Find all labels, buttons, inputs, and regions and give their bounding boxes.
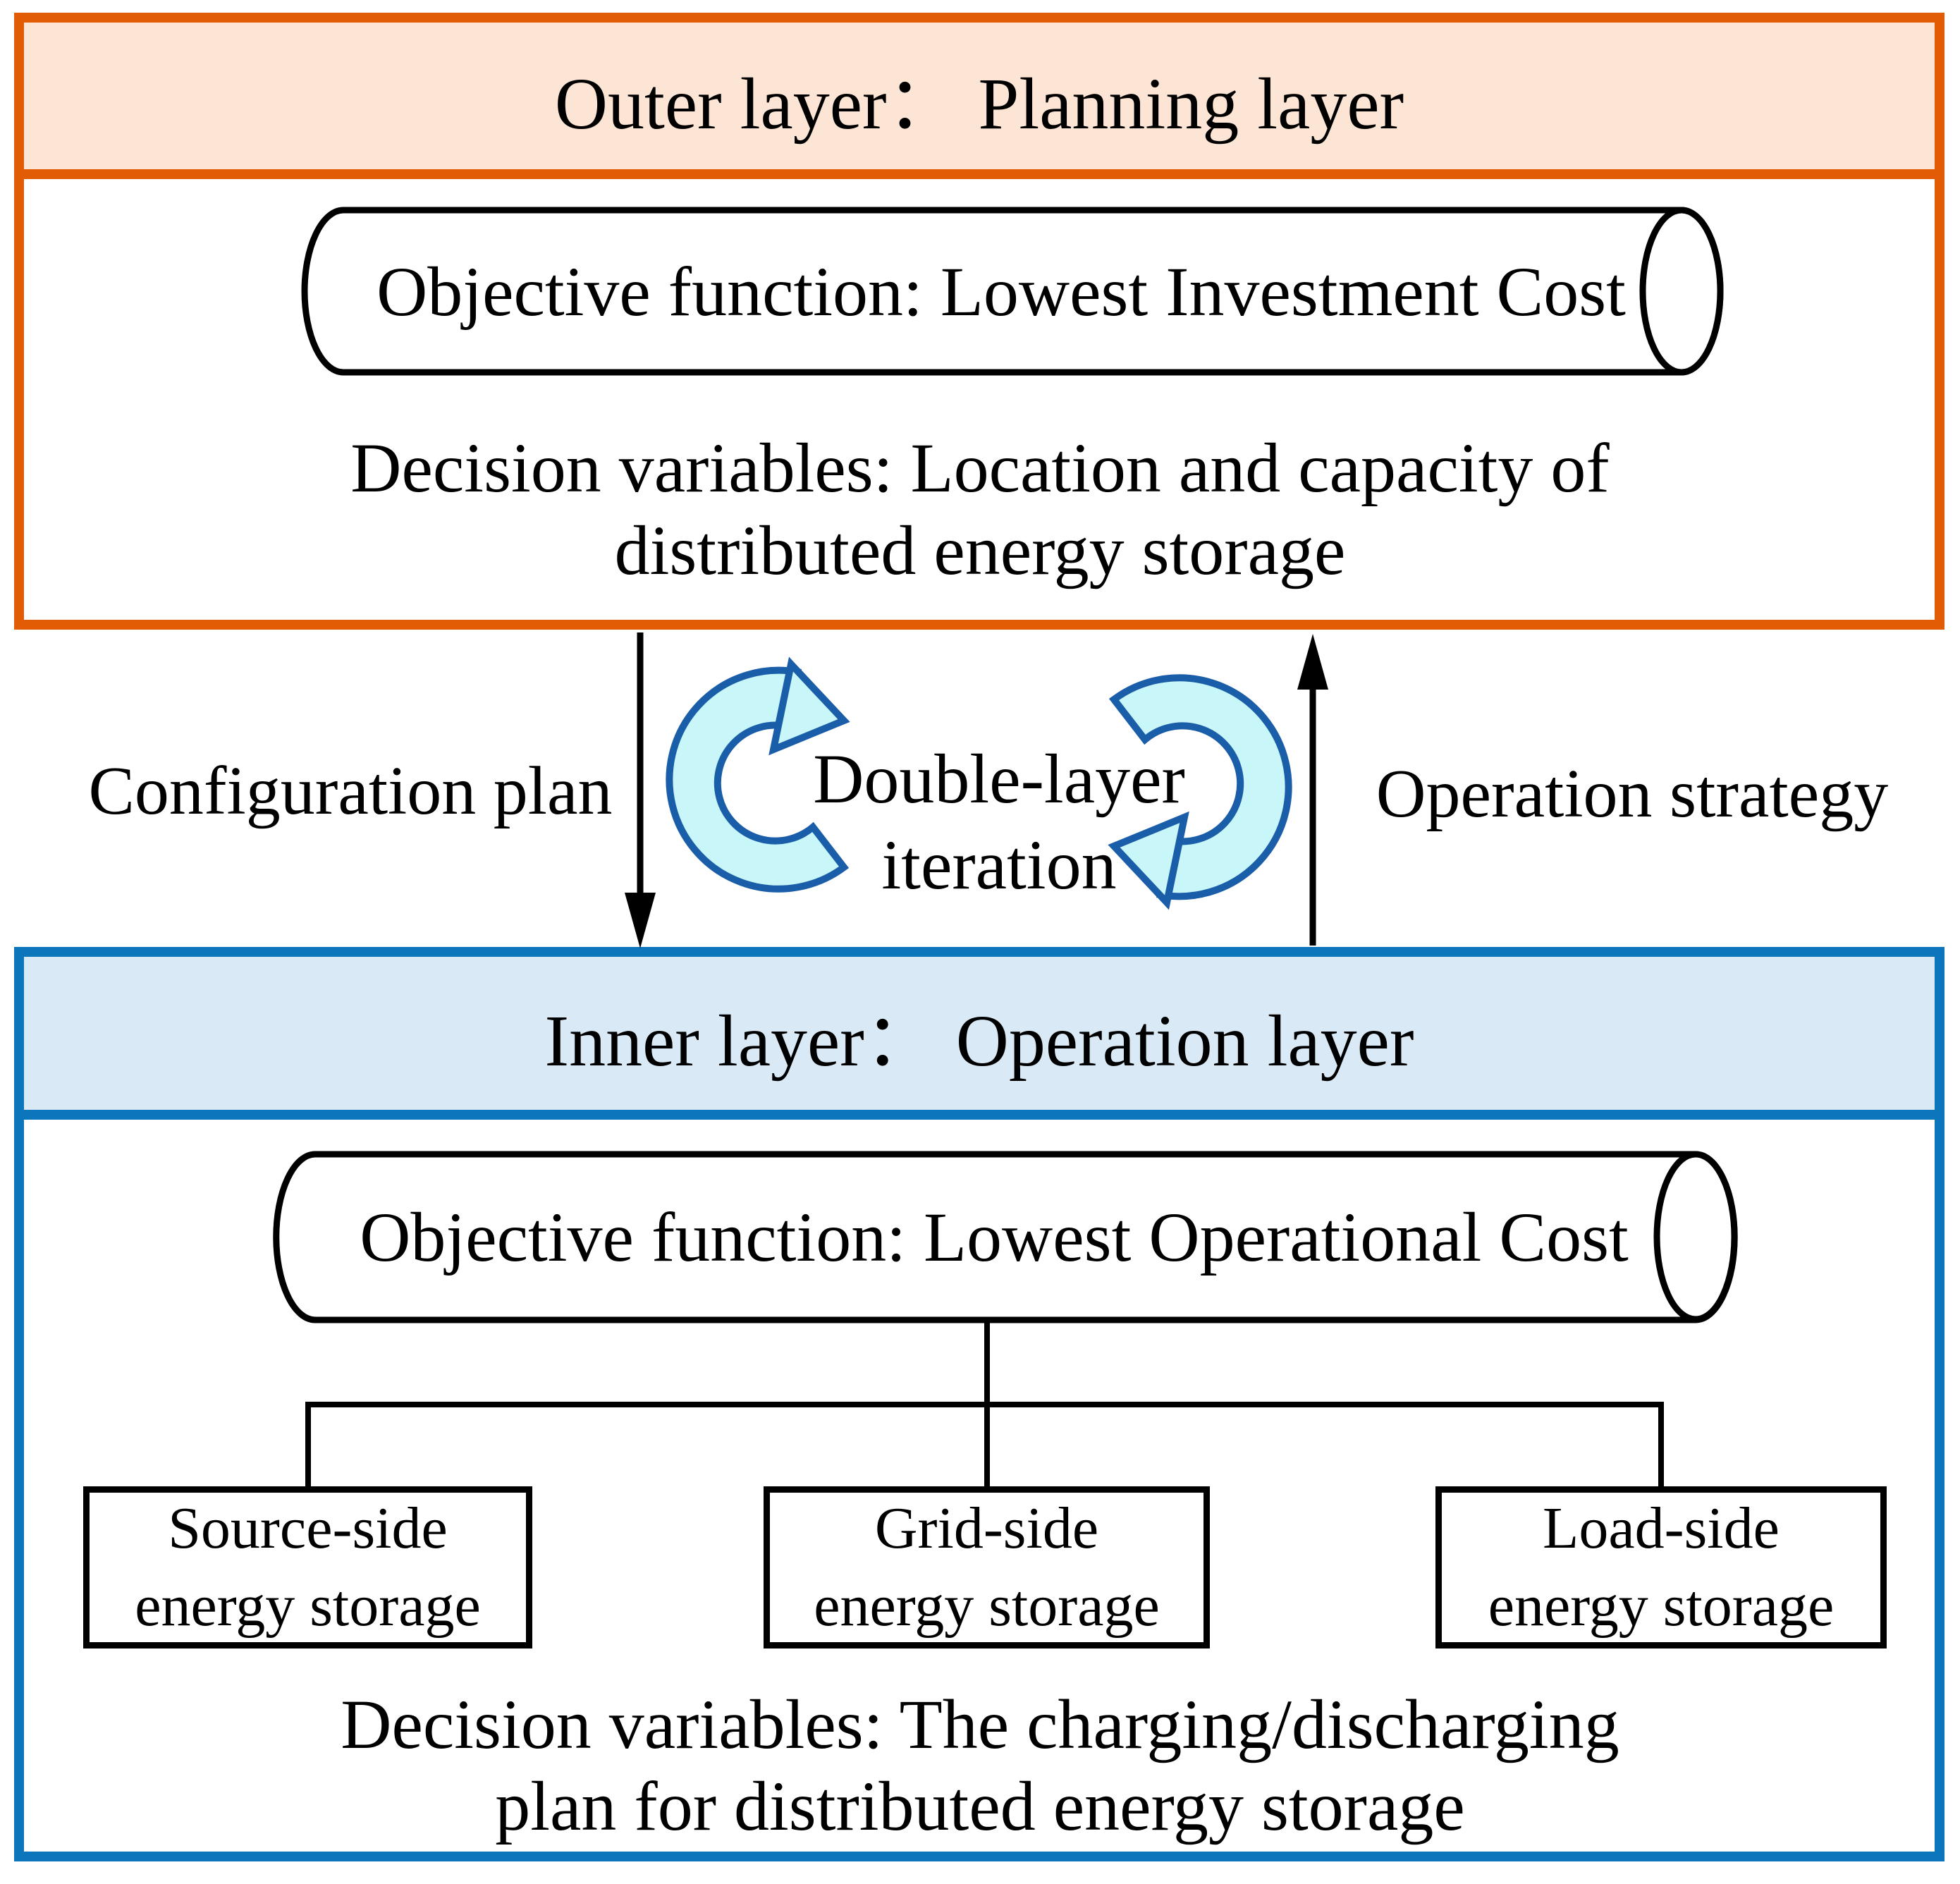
outer-layer-title: Outer layer： Planning layer (554, 63, 1404, 145)
load-side-storage-box: Load-side energy storage (1435, 1486, 1887, 1648)
operation-strategy-label: Operation strategy (1376, 756, 1889, 832)
inner-layer-header-band: Inner layer： Operation layer (24, 957, 1935, 1120)
double-layer-iteration-label: Double-layer iteration (813, 740, 1185, 904)
source-side-storage-box: Source-side energy storage (83, 1486, 532, 1648)
outer-objective-label: Objective function: Lowest Investment Co… (376, 252, 1626, 331)
iteration-cycle-left-icon (666, 656, 850, 893)
inner-layer-title: Inner layer： Operation layer (544, 1001, 1414, 1082)
down-arrow-icon (625, 632, 656, 948)
outer-layer-header-band: Outer layer： Planning layer (24, 23, 1935, 179)
inner-objective-cylinder-shape (273, 1151, 1738, 1323)
inner-objective-label: Objective function: Lowest Operational C… (360, 1197, 1629, 1276)
storage-connector-lines (305, 1321, 1664, 1488)
up-arrow-icon (1297, 634, 1328, 946)
iteration-cycle-right-icon (1108, 674, 1292, 910)
outer-decision-variables-label: Decision variables: Location and capacit… (350, 429, 1610, 589)
inner-decision-variables-label: Decision variables: The charging/dischar… (341, 1685, 1619, 1845)
grid-side-storage-box: Grid-side energy storage (764, 1486, 1210, 1648)
outer-objective-cylinder-shape (301, 207, 1724, 376)
configuration-plan-label: Configuration plan (88, 753, 613, 829)
